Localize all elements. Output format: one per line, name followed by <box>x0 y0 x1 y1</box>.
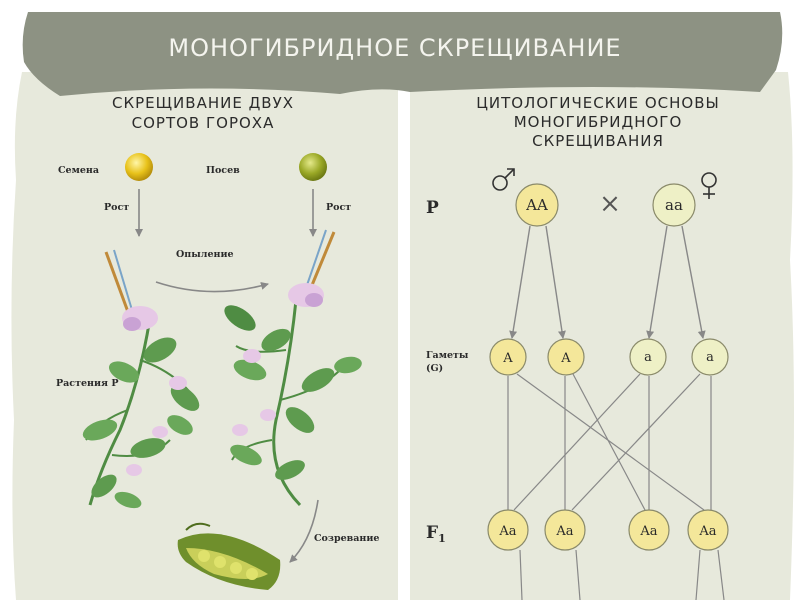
parent-circle-recessive: aa <box>652 183 696 227</box>
label-plants-p: Растения Р <box>56 378 118 389</box>
line-parent2-gamete4 <box>681 225 706 339</box>
pollination-arrow <box>155 281 269 293</box>
banner-title: МОНОГИБРИДНОЕ СКРЕЩИВАНИЕ <box>168 34 621 62</box>
right-heading-line1: ЦИТОЛОГИЧЕСКИЕ ОСНОВЫ <box>476 94 720 112</box>
gamete-circle-4: a <box>691 338 729 376</box>
f1-genotype-4: Aa <box>698 524 716 539</box>
f1-genotype-1: Aa <box>498 524 516 539</box>
row-label-f1-subscript: 1 <box>438 532 446 545</box>
label-pollination: Опыление <box>176 249 234 260</box>
female-symbol-icon <box>701 172 717 199</box>
f1-genotype-2: Aa <box>555 524 573 539</box>
parent-genotype-recessive: aa <box>665 196 683 214</box>
row-label-gametes-line2: (G) <box>426 363 443 374</box>
label-seeds: Семена <box>58 165 99 176</box>
gamete-allele-4: a <box>706 350 714 365</box>
gamete-allele-2: A <box>560 351 571 366</box>
gamete-circle-3: a <box>629 338 667 376</box>
line-parent1-gamete2 <box>545 225 566 339</box>
parent-circle-dominant: AA <box>515 183 559 227</box>
f1-circle-4: Aa <box>687 509 729 551</box>
gamete-to-f1-lines <box>507 373 712 511</box>
right-heading-line3: СКРЕЩИВАНИЯ <box>532 132 664 150</box>
f1-circle-2: Aa <box>544 509 586 551</box>
line-parent2-gamete3 <box>646 225 668 339</box>
right-panel-background <box>410 72 794 600</box>
label-growth-left: Рост <box>104 202 129 213</box>
f1-circle-1: Aa <box>487 509 529 551</box>
green-pea-seed-icon <box>299 153 327 181</box>
left-heading-line1: СКРЕЩИВАНИЕ ДВУХ <box>112 94 294 112</box>
gamete-circle-2: A <box>547 338 585 376</box>
title-banner <box>22 12 783 96</box>
gamete-allele-1: A <box>502 351 513 366</box>
male-symbol-icon <box>492 168 515 191</box>
pea-pod-icon <box>177 522 281 590</box>
cross-symbol: × <box>599 189 621 219</box>
f1-continuation-lines <box>519 549 725 600</box>
f1-genotype-3: Aa <box>639 524 657 539</box>
ripening-arrow <box>289 499 319 563</box>
pollination-brush-left-icon <box>104 249 133 313</box>
row-label-f1: F1 <box>426 523 446 545</box>
label-ripening: Созревание <box>314 533 379 544</box>
gamete-allele-3: a <box>644 350 652 365</box>
gamete-circle-1: A <box>489 338 527 376</box>
label-sowing: Посев <box>206 165 240 176</box>
label-growth-right: Рост <box>326 202 351 213</box>
row-label-p: P <box>426 198 439 218</box>
pea-plant-right-icon <box>224 283 362 507</box>
pea-plant-left-icon <box>82 306 200 509</box>
yellow-pea-seed-icon <box>125 153 153 181</box>
right-heading-line2: МОНОГИБРИДНОГО <box>514 113 683 131</box>
row-label-gametes-line1: Гаметы <box>426 350 469 361</box>
left-heading-line2: СОРТОВ ГОРОХА <box>132 114 275 132</box>
pollination-brush-right-icon <box>305 229 336 291</box>
line-parent1-gamete1 <box>509 225 531 339</box>
f1-circle-3: Aa <box>628 509 670 551</box>
parent-genotype-dominant: AA <box>525 196 548 214</box>
left-panel-background <box>11 72 399 600</box>
